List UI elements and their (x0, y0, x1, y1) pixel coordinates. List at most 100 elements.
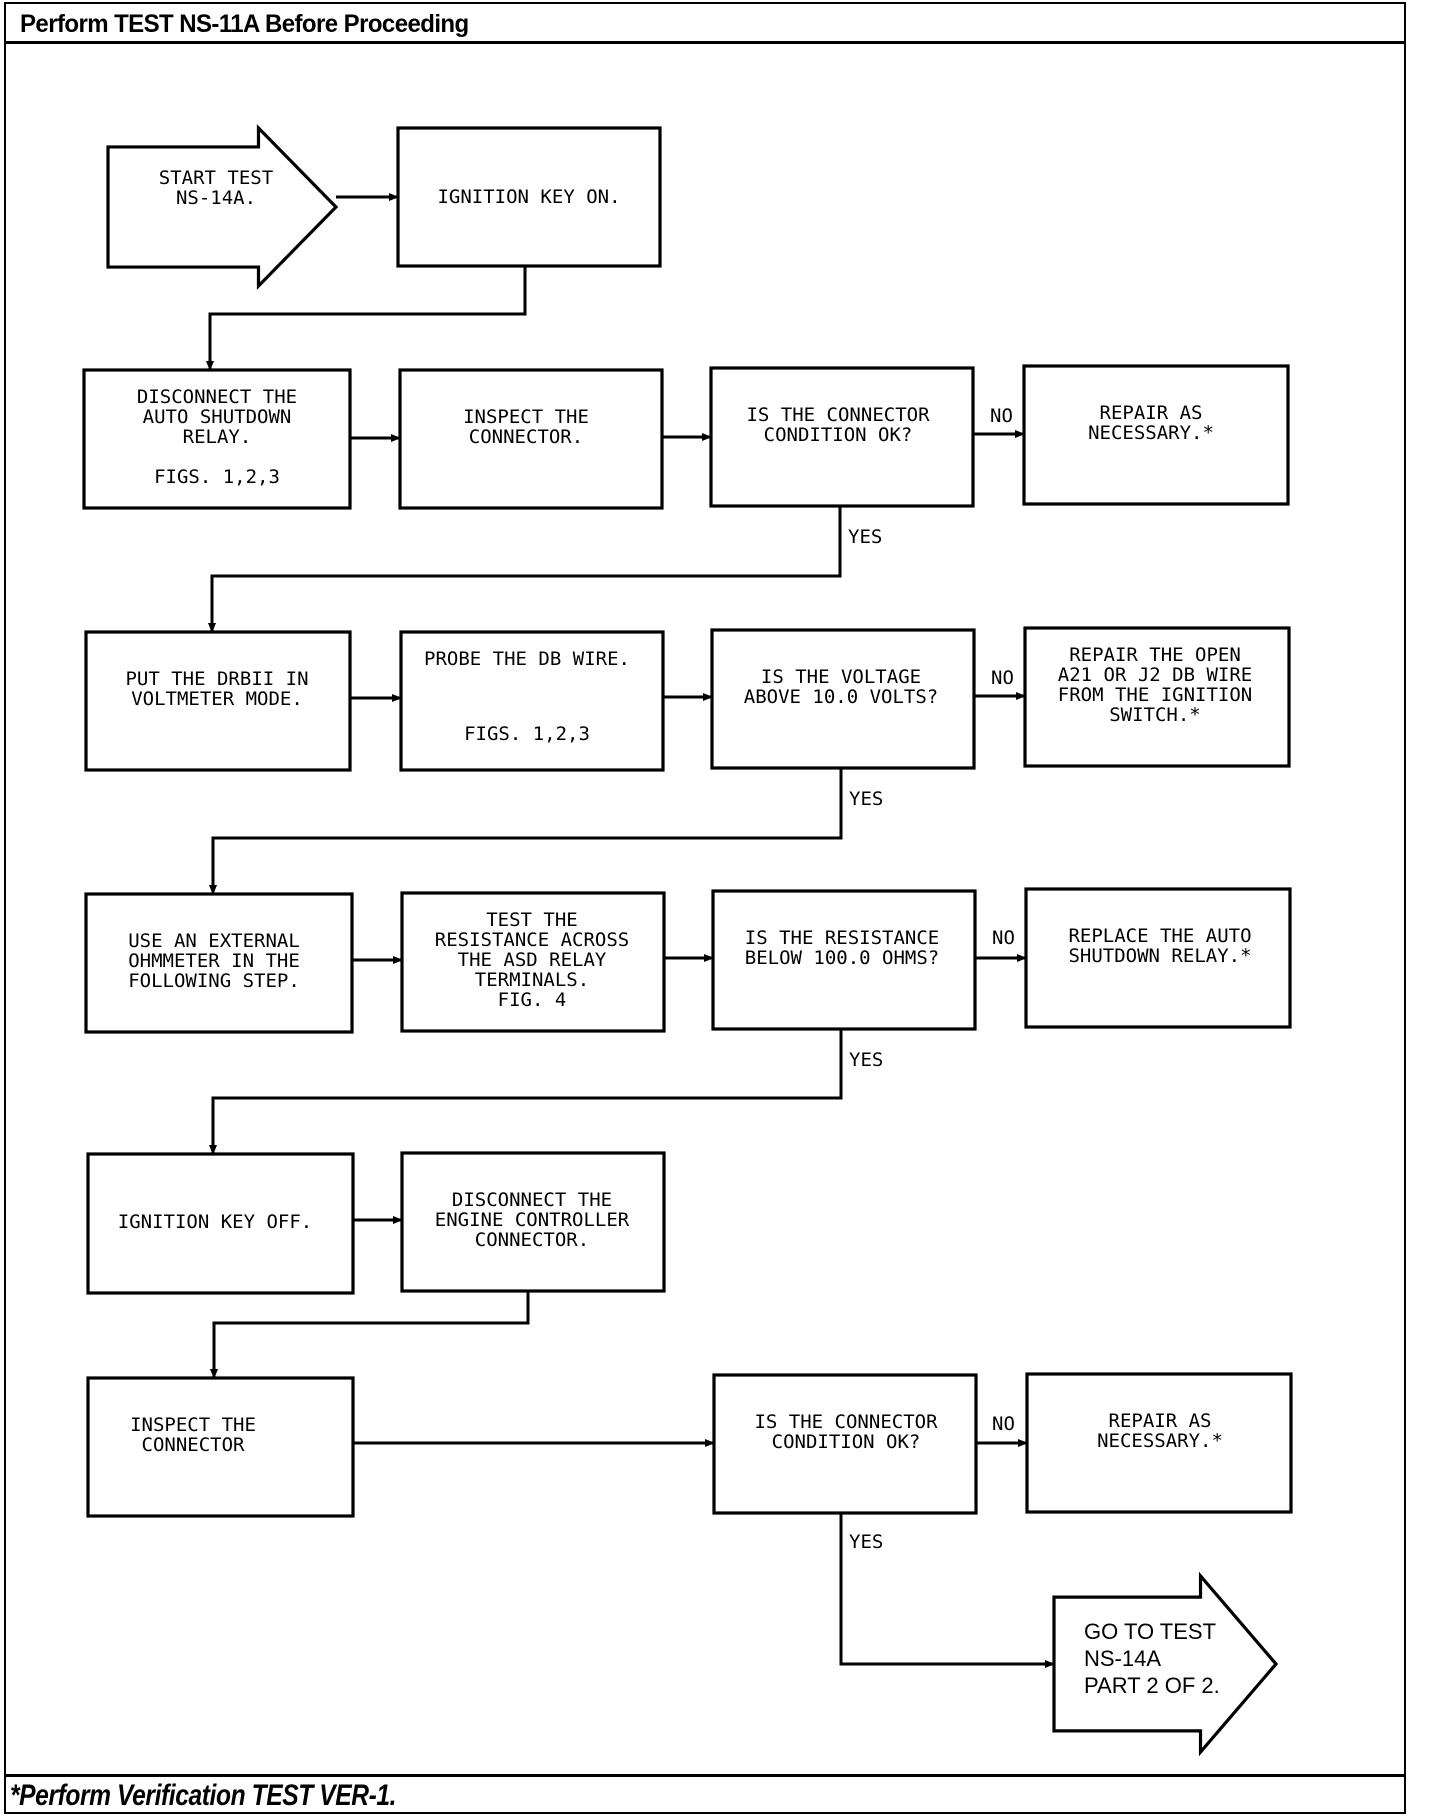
connector-arrow (208, 506, 842, 633)
process-box (86, 1152, 355, 1295)
node-text-line: NECESSARY.* (1088, 422, 1214, 444)
yes-branch-label: YES (849, 788, 883, 810)
no-branch-label: NO (992, 927, 1015, 949)
node-text-line: A21 OR J2 DB WIRE (1058, 664, 1252, 686)
node-text-line: NS-14A (1084, 1646, 1161, 1671)
node-text-line: FROM THE IGNITION (1058, 684, 1252, 706)
action-box (1022, 364, 1290, 506)
flow-edge-connector-ok-2-to-goto-part2: YES (839, 1513, 1055, 1668)
node-text-line: FIG. 4 (498, 989, 567, 1011)
process-box (86, 1376, 355, 1518)
decision-box (709, 366, 975, 508)
action-box (1023, 626, 1291, 768)
flow-edge-connector-ok-2-to-repair-2: NO (976, 1413, 1028, 1447)
footer-note: *Perform Verification TEST VER-1. (10, 1779, 397, 1812)
no-branch-label: NO (990, 405, 1013, 427)
flow-edge-disconnect-ecm-to-inspect-connector-2 (210, 1291, 530, 1379)
node-text-line: REPAIR THE OPEN (1069, 644, 1241, 666)
arrow-shape (106, 124, 339, 290)
node-text-line: RESISTANCE ACROSS (435, 929, 629, 951)
flow-edge-connector-ok-1-to-drbii-voltmeter: YES (208, 506, 882, 633)
process-box (398, 368, 664, 510)
process-box (400, 1151, 666, 1293)
node-text-line: THE ASD RELAY (458, 949, 607, 971)
node-text-line: CONDITION OK? (772, 1431, 921, 1453)
node-text-line: IS THE VOLTAGE (761, 666, 921, 688)
flow-node-ignition-off: IGNITION KEY OFF. (86, 1152, 355, 1295)
node-text-line: PROBE THE DB WIRE. (424, 648, 630, 670)
node-text-line: PART 2 OF 2. (1084, 1673, 1220, 1698)
page-title: Perform TEST NS-11A Before Proceeding (20, 10, 469, 38)
node-text-line: CONDITION OK? (764, 424, 913, 446)
decision-box (711, 889, 977, 1031)
connector-arrow (210, 1291, 530, 1379)
node-text-line: GO TO TEST (1084, 1619, 1216, 1644)
node-text-line: USE AN EXTERNAL (128, 930, 300, 952)
process-box (399, 630, 665, 772)
node-text-line: ABOVE 10.0 VOLTS? (744, 686, 938, 708)
no-branch-label: NO (992, 1413, 1015, 1435)
process-box (82, 368, 352, 510)
yes-branch-label: YES (848, 526, 882, 548)
process-box (84, 892, 354, 1034)
connector-arrow (209, 1029, 843, 1155)
node-text-line: RELAY. (183, 426, 252, 448)
node-text-line: SHUTDOWN RELAY.* (1068, 945, 1251, 967)
node-text-line: REPLACE THE AUTO (1068, 925, 1251, 947)
node-text-line: IS THE CONNECTOR (746, 404, 930, 426)
node-text-line: BELOW 100.0 OHMS? (745, 947, 939, 969)
flow-edge-voltage-check-to-repair-open-wire: NO (974, 667, 1026, 700)
node-text-line: SWITCH.* (1109, 704, 1201, 726)
node-text-line: IS THE CONNECTOR (754, 1411, 938, 1433)
yes-branch-label: YES (849, 1531, 883, 1553)
connector-arrow (839, 1513, 1055, 1668)
process-box (400, 891, 666, 1033)
node-text-line: IGNITION KEY OFF. (118, 1211, 312, 1233)
decision-box (712, 1373, 978, 1515)
flow-edge-resistance-check-to-replace-asd: NO (975, 927, 1027, 962)
arrow-shape (1052, 1571, 1279, 1757)
flow-edge-ignition-on-to-disconnect-asd (206, 266, 527, 371)
node-text-line: DISCONNECT THE (452, 1189, 612, 1211)
header-bar: Perform TEST NS-11A Before Proceeding (4, 2, 1406, 44)
node-text-line: TERMINALS. (475, 969, 589, 991)
node-text-line: AUTO SHUTDOWN (143, 406, 292, 428)
node-text-line: CONNECTOR (142, 1434, 246, 1456)
node-text-line: INSPECT THE (463, 406, 589, 428)
flow-edge-voltage-check-to-external-ohmmeter: YES (209, 768, 883, 895)
flow-node-ignition-on: IGNITION KEY ON. (396, 126, 662, 268)
flow-edge-resistance-check-to-ignition-off: YES (209, 1029, 883, 1155)
node-text-line: IGNITION KEY ON. (437, 186, 620, 208)
node-text-line: DISCONNECT THE (137, 386, 297, 408)
node-text-line: FOLLOWING STEP. (128, 970, 300, 992)
node-text-line: IS THE RESISTANCE (745, 927, 939, 949)
node-text-line: FIGS. 1,2,3 (154, 466, 280, 488)
process-box (396, 126, 662, 268)
connector-arrow (209, 768, 843, 895)
node-text-line: NECESSARY.* (1097, 1430, 1223, 1452)
yes-branch-label: YES (849, 1049, 883, 1071)
flow-node-probe-db-wire: PROBE THE DB WIRE.FIGS. 1,2,3 (399, 630, 665, 772)
footer-bar: *Perform Verification TEST VER-1. (4, 1774, 1406, 1814)
connector-arrow (206, 266, 527, 371)
node-text-line: START TEST (159, 167, 273, 189)
node-text-line: PUT THE DRBII IN (125, 668, 308, 690)
node-text-line: TEST THE (486, 909, 578, 931)
